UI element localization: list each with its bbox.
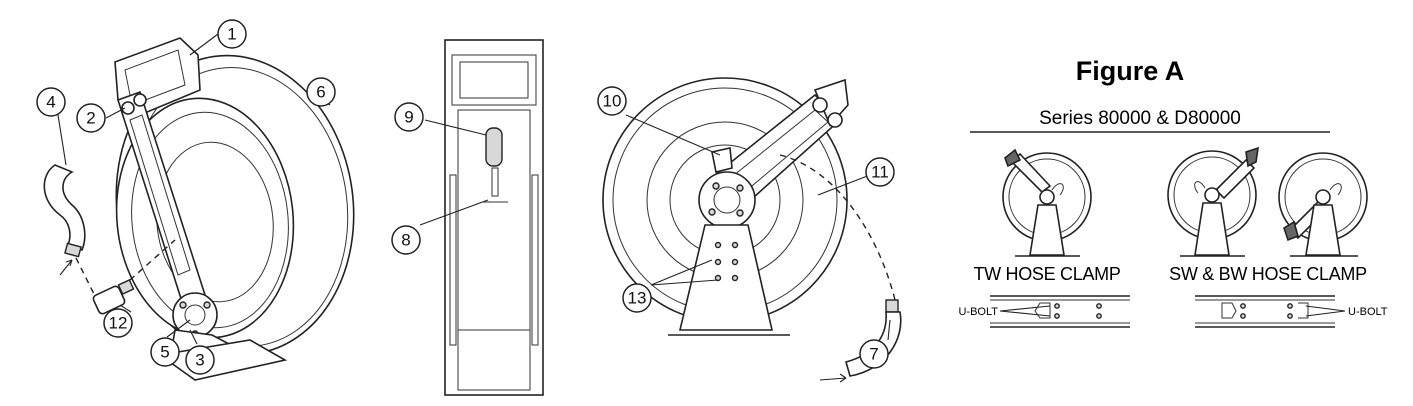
figure-a-series: Series 80000 & D80000 bbox=[1039, 108, 1241, 129]
svg-text:2: 2 bbox=[86, 109, 95, 128]
latch-9 bbox=[485, 127, 503, 167]
svg-text:4: 4 bbox=[46, 93, 55, 112]
callout-9: 9 bbox=[394, 102, 424, 132]
callout-13: 13 bbox=[622, 283, 652, 313]
bw-reel-icon bbox=[1278, 152, 1368, 257]
svg-text:10: 10 bbox=[603, 92, 622, 111]
svg-text:11: 11 bbox=[871, 163, 889, 182]
front-frame bbox=[444, 39, 544, 396]
hose-7 bbox=[845, 311, 902, 377]
svg-text:7: 7 bbox=[869, 345, 878, 364]
callout-6: 6 bbox=[306, 77, 336, 107]
sw-bw-ubolt-strip: U-BOLT bbox=[1195, 295, 1388, 328]
ubolt-label-right: U-BOLT bbox=[1348, 306, 1388, 318]
svg-text:5: 5 bbox=[160, 343, 169, 362]
svg-text:6: 6 bbox=[316, 83, 325, 102]
svg-text:8: 8 bbox=[401, 231, 410, 250]
callout-8: 8 bbox=[391, 225, 421, 255]
callout-12: 12 bbox=[103, 308, 133, 338]
reel-front-view bbox=[444, 39, 544, 396]
sw-reel-icon bbox=[1167, 146, 1259, 257]
figure-a: Figure A Series 80000 & D80000 bbox=[958, 56, 1388, 328]
ubolt-label-left: U-BOLT bbox=[958, 306, 998, 318]
callout-10: 10 bbox=[597, 86, 627, 116]
callout-11: 11 bbox=[865, 157, 895, 187]
tw-hose-clamp-label: TW HOSE CLAMP bbox=[973, 264, 1120, 284]
svg-text:1: 1 bbox=[227, 25, 236, 44]
tw-ubolt-strip: U-BOLT bbox=[958, 295, 1130, 328]
sw-bw-hose-clamp-label: SW & BW HOSE CLAMP bbox=[1169, 264, 1367, 284]
callout-4: 4 bbox=[36, 87, 66, 117]
reel-side-view bbox=[602, 77, 902, 383]
svg-text:9: 9 bbox=[404, 108, 413, 127]
tw-reel-icon bbox=[1002, 148, 1092, 257]
svg-text:13: 13 bbox=[628, 289, 647, 308]
callout-1: 1 bbox=[217, 19, 247, 49]
figure-a-title: Figure A bbox=[1076, 56, 1185, 86]
side-hub bbox=[698, 171, 756, 229]
callout-3: 3 bbox=[185, 345, 215, 375]
svg-text:12: 12 bbox=[109, 314, 128, 333]
svg-text:3: 3 bbox=[195, 351, 204, 370]
callout-2: 2 bbox=[76, 103, 106, 133]
callout-7: 7 bbox=[859, 339, 889, 369]
hose-4 bbox=[43, 164, 86, 252]
callout-5: 5 bbox=[150, 337, 180, 367]
side-stand bbox=[678, 224, 774, 331]
callouts: 1 2 3 4 5 6 7 8 9 10 11 12 13 bbox=[36, 19, 895, 375]
